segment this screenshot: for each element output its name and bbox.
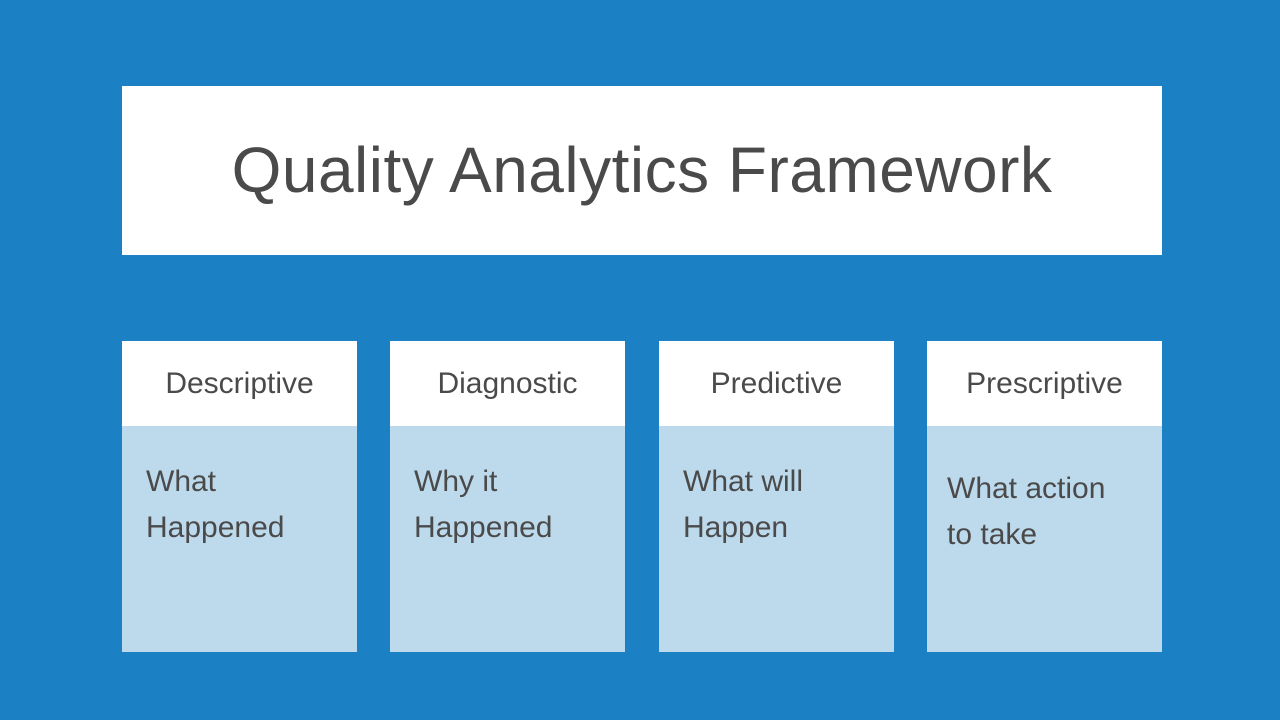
card-body-diagnostic: Why it Happened — [390, 426, 625, 652]
card-header-predictive: Predictive — [659, 341, 894, 426]
card-body-predictive: What will Happen — [659, 426, 894, 652]
card-body-label: What will Happen — [683, 465, 804, 544]
card-predictive[interactable]: Predictive What will Happen — [659, 341, 894, 652]
card-header-prescriptive: Prescriptive — [927, 341, 1162, 426]
card-body-label: Why it Happened — [414, 465, 553, 544]
card-body-prescriptive: What action to take — [927, 426, 1162, 652]
card-header-label: Descriptive — [165, 366, 314, 400]
card-body-descriptive: What Happened — [122, 426, 357, 652]
analytics-card-row: Descriptive What Happened Diagnostic Why… — [122, 341, 1162, 652]
card-header-diagnostic: Diagnostic — [390, 341, 625, 426]
card-body-label: What Happened — [146, 465, 285, 544]
card-header-label: Prescriptive — [966, 366, 1123, 400]
card-header-label: Diagnostic — [437, 366, 578, 400]
card-header-label: Predictive — [710, 366, 843, 400]
card-prescriptive[interactable]: Prescriptive What action to take — [927, 341, 1162, 652]
card-body-label: What action to take — [947, 472, 1106, 551]
card-diagnostic[interactable]: Diagnostic Why it Happened — [390, 341, 625, 652]
page-title: Quality Analytics Framework — [231, 134, 1053, 207]
card-descriptive[interactable]: Descriptive What Happened — [122, 341, 357, 652]
card-header-descriptive: Descriptive — [122, 341, 357, 426]
title-banner: Quality Analytics Framework — [122, 86, 1162, 255]
